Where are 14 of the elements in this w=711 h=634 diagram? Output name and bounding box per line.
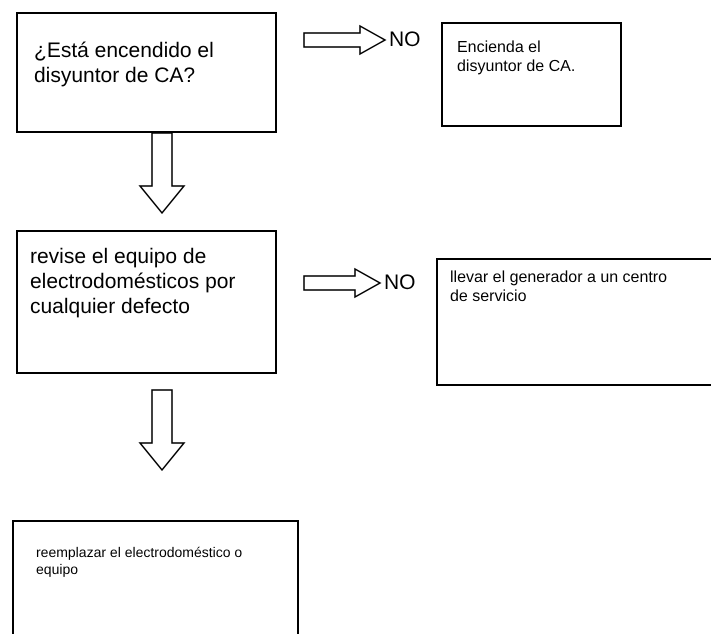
box-text: reemplazar el electrodoméstico o equipo <box>36 544 244 578</box>
box-text: llevar el generador a un centro de servicio <box>450 268 668 306</box>
block-arrow <box>138 389 186 472</box>
box-text: revise el equipo de electrodomésticos por cualquier defecto <box>30 244 236 320</box>
box-text: ¿Está encendido el disyuntor de CA? <box>34 38 215 88</box>
process-box <box>12 520 299 634</box>
box-text: Encienda el disyuntor de CA. <box>457 38 576 76</box>
process-box <box>16 230 277 374</box>
process-box <box>16 12 277 133</box>
block-arrow <box>303 24 387 56</box>
process-box <box>441 22 622 127</box>
block-arrow <box>303 268 382 298</box>
process-box <box>436 258 711 386</box>
block-arrow <box>138 132 186 214</box>
